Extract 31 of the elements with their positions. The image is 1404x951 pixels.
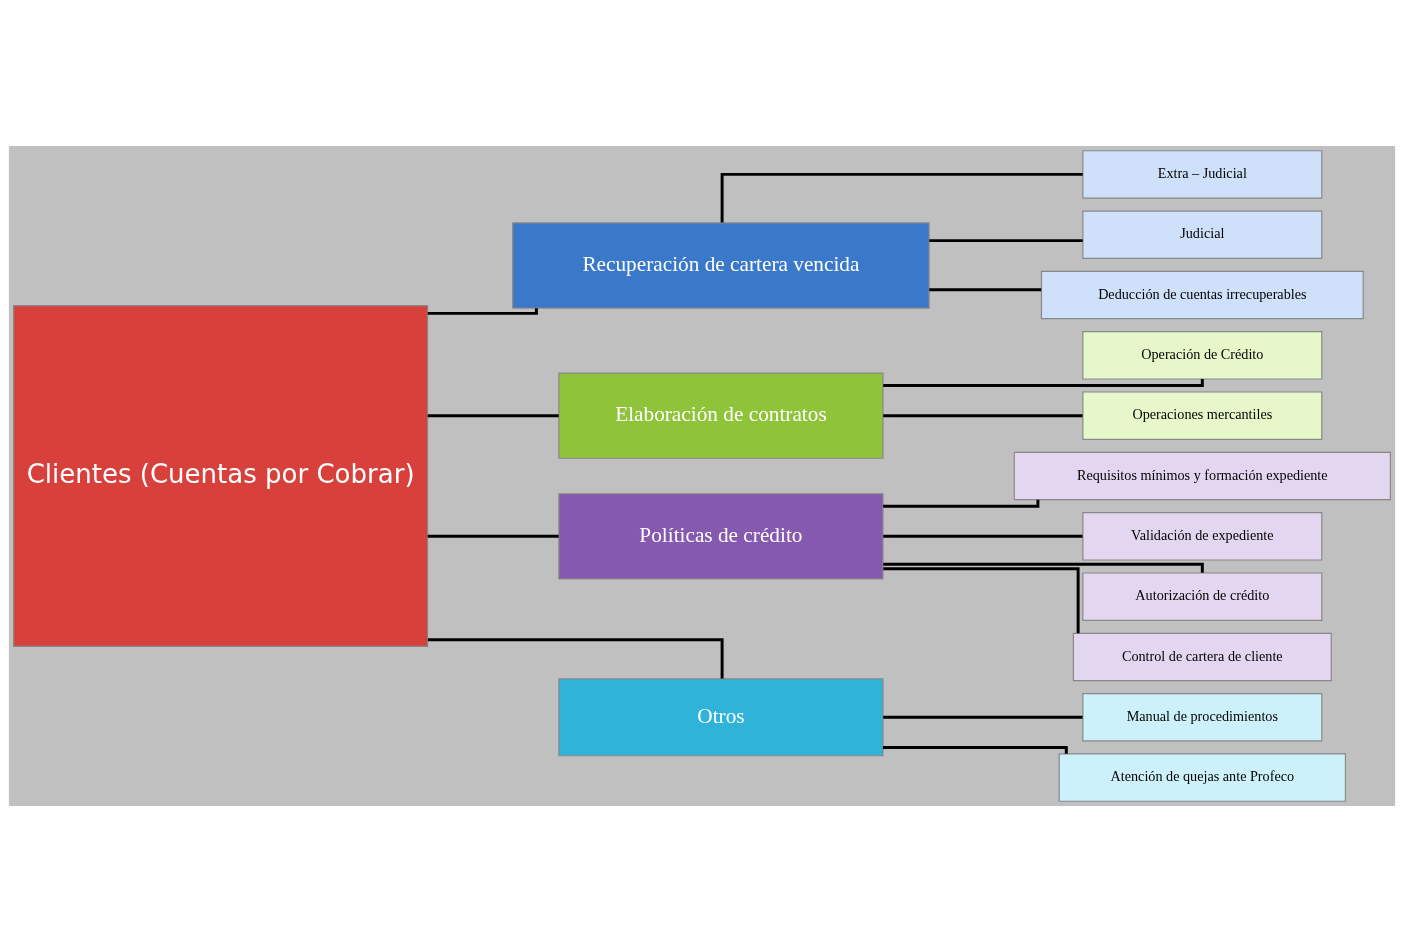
node-box: Operación de Crédito: [1082, 330, 1323, 380]
connector: [929, 287, 1042, 291]
node-box: Operaciones mercantiles: [1082, 390, 1323, 440]
node-box: Judicial: [1082, 209, 1323, 259]
connector: [883, 566, 1080, 633]
connector: [720, 172, 1083, 223]
connector: [883, 562, 1204, 573]
node-box: Extra – Judicial: [1082, 149, 1323, 199]
connector: [883, 378, 1204, 387]
connector: [883, 534, 1083, 538]
connector: [427, 307, 538, 315]
node-box: Otros: [558, 677, 884, 756]
connector: [883, 499, 1040, 508]
node-box: Elaboración de contratos: [558, 372, 884, 459]
connector: [929, 238, 1083, 242]
connector: [883, 745, 1068, 754]
connector: [883, 715, 1083, 719]
node-box: Recuperación de cartera vencida: [512, 221, 930, 309]
connector: [427, 534, 559, 538]
connector: [427, 413, 559, 417]
node-box: Control de cartera de cliente: [1072, 632, 1332, 681]
node-box: Deducción de cuentas irrecuperables: [1040, 270, 1364, 319]
node-box: Autorización de crédito: [1082, 571, 1323, 621]
node-box: Validación de expediente: [1082, 511, 1323, 561]
connector: [427, 637, 724, 679]
node-box: Clientes (Cuentas por Cobrar): [13, 304, 429, 647]
node-box: Políticas de crédito: [558, 492, 884, 579]
connector: [883, 413, 1083, 417]
node-box: Manual de procedimientos: [1082, 692, 1323, 742]
node-box: Atención de quejas ante Profeco: [1058, 752, 1347, 802]
node-box: Requisitos mínimos y formación expediente: [1013, 451, 1391, 500]
